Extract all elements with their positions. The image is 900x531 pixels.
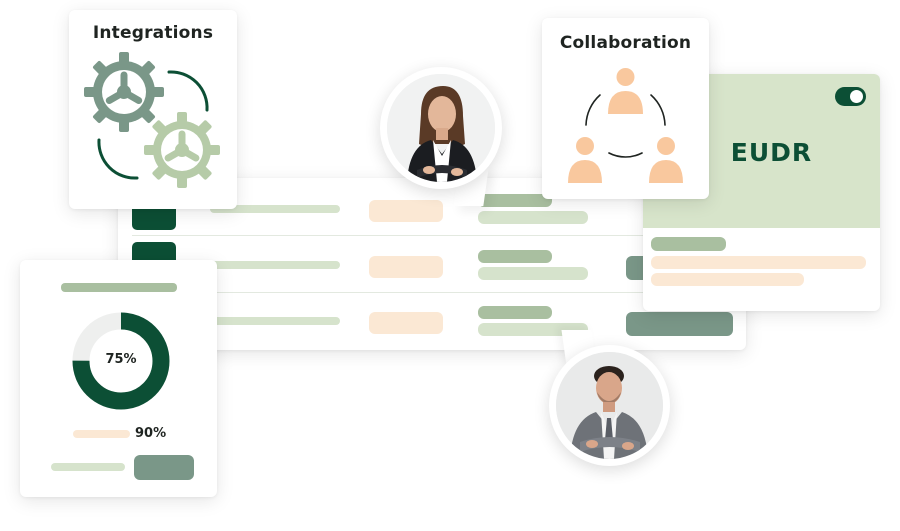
row-status-bottom — [478, 211, 588, 224]
collaboration-title: Collaboration — [559, 33, 692, 53]
avatar-man[interactable] — [549, 345, 670, 466]
progress-ring-fill — [72, 312, 170, 410]
row-text-bar — [210, 205, 340, 213]
progress-percent-label: 75% — [105, 352, 137, 367]
eudr-toggle[interactable] — [835, 87, 866, 106]
secondary-progress-bar — [73, 430, 130, 438]
avatar-woman-photo — [387, 74, 495, 182]
eudr-text-bar — [651, 237, 726, 251]
gears-icon — [84, 52, 220, 188]
row-tag — [369, 312, 443, 334]
integrations-title: Integrations — [92, 23, 214, 43]
row-text-bar — [210, 317, 340, 325]
woman-portrait-icon — [387, 74, 495, 182]
avatar-woman[interactable] — [380, 67, 502, 189]
row-status-bottom — [478, 267, 588, 280]
footer-text-bar — [51, 463, 125, 471]
integrations-card[interactable]: Integrations — [69, 10, 237, 209]
footer-action-button[interactable] — [134, 455, 194, 480]
progress-card-header-bar — [61, 283, 177, 292]
team-icon — [568, 68, 683, 183]
progress-card[interactable]: 75% 90% — [20, 260, 217, 497]
progress-ring — [72, 312, 170, 410]
row-divider — [132, 235, 732, 236]
row-divider — [132, 292, 732, 293]
row-status-top — [478, 306, 552, 319]
eudr-label: EUDR — [730, 138, 813, 167]
row-status-top — [478, 194, 552, 207]
row-tag — [369, 200, 443, 222]
row-action-button[interactable] — [626, 312, 733, 336]
secondary-percent-label: 90% — [135, 426, 167, 441]
row-tag — [369, 256, 443, 278]
avatar-man-photo — [556, 352, 663, 459]
man-portrait-icon — [556, 352, 663, 459]
row-text-bar — [210, 261, 340, 269]
eudr-text-bar — [651, 273, 804, 286]
row-status-top — [478, 250, 552, 263]
collaboration-card[interactable]: Collaboration — [542, 18, 709, 199]
eudr-text-bar — [651, 256, 866, 269]
eudr-toggle-knob — [850, 90, 863, 103]
row-status-bottom — [478, 323, 588, 336]
